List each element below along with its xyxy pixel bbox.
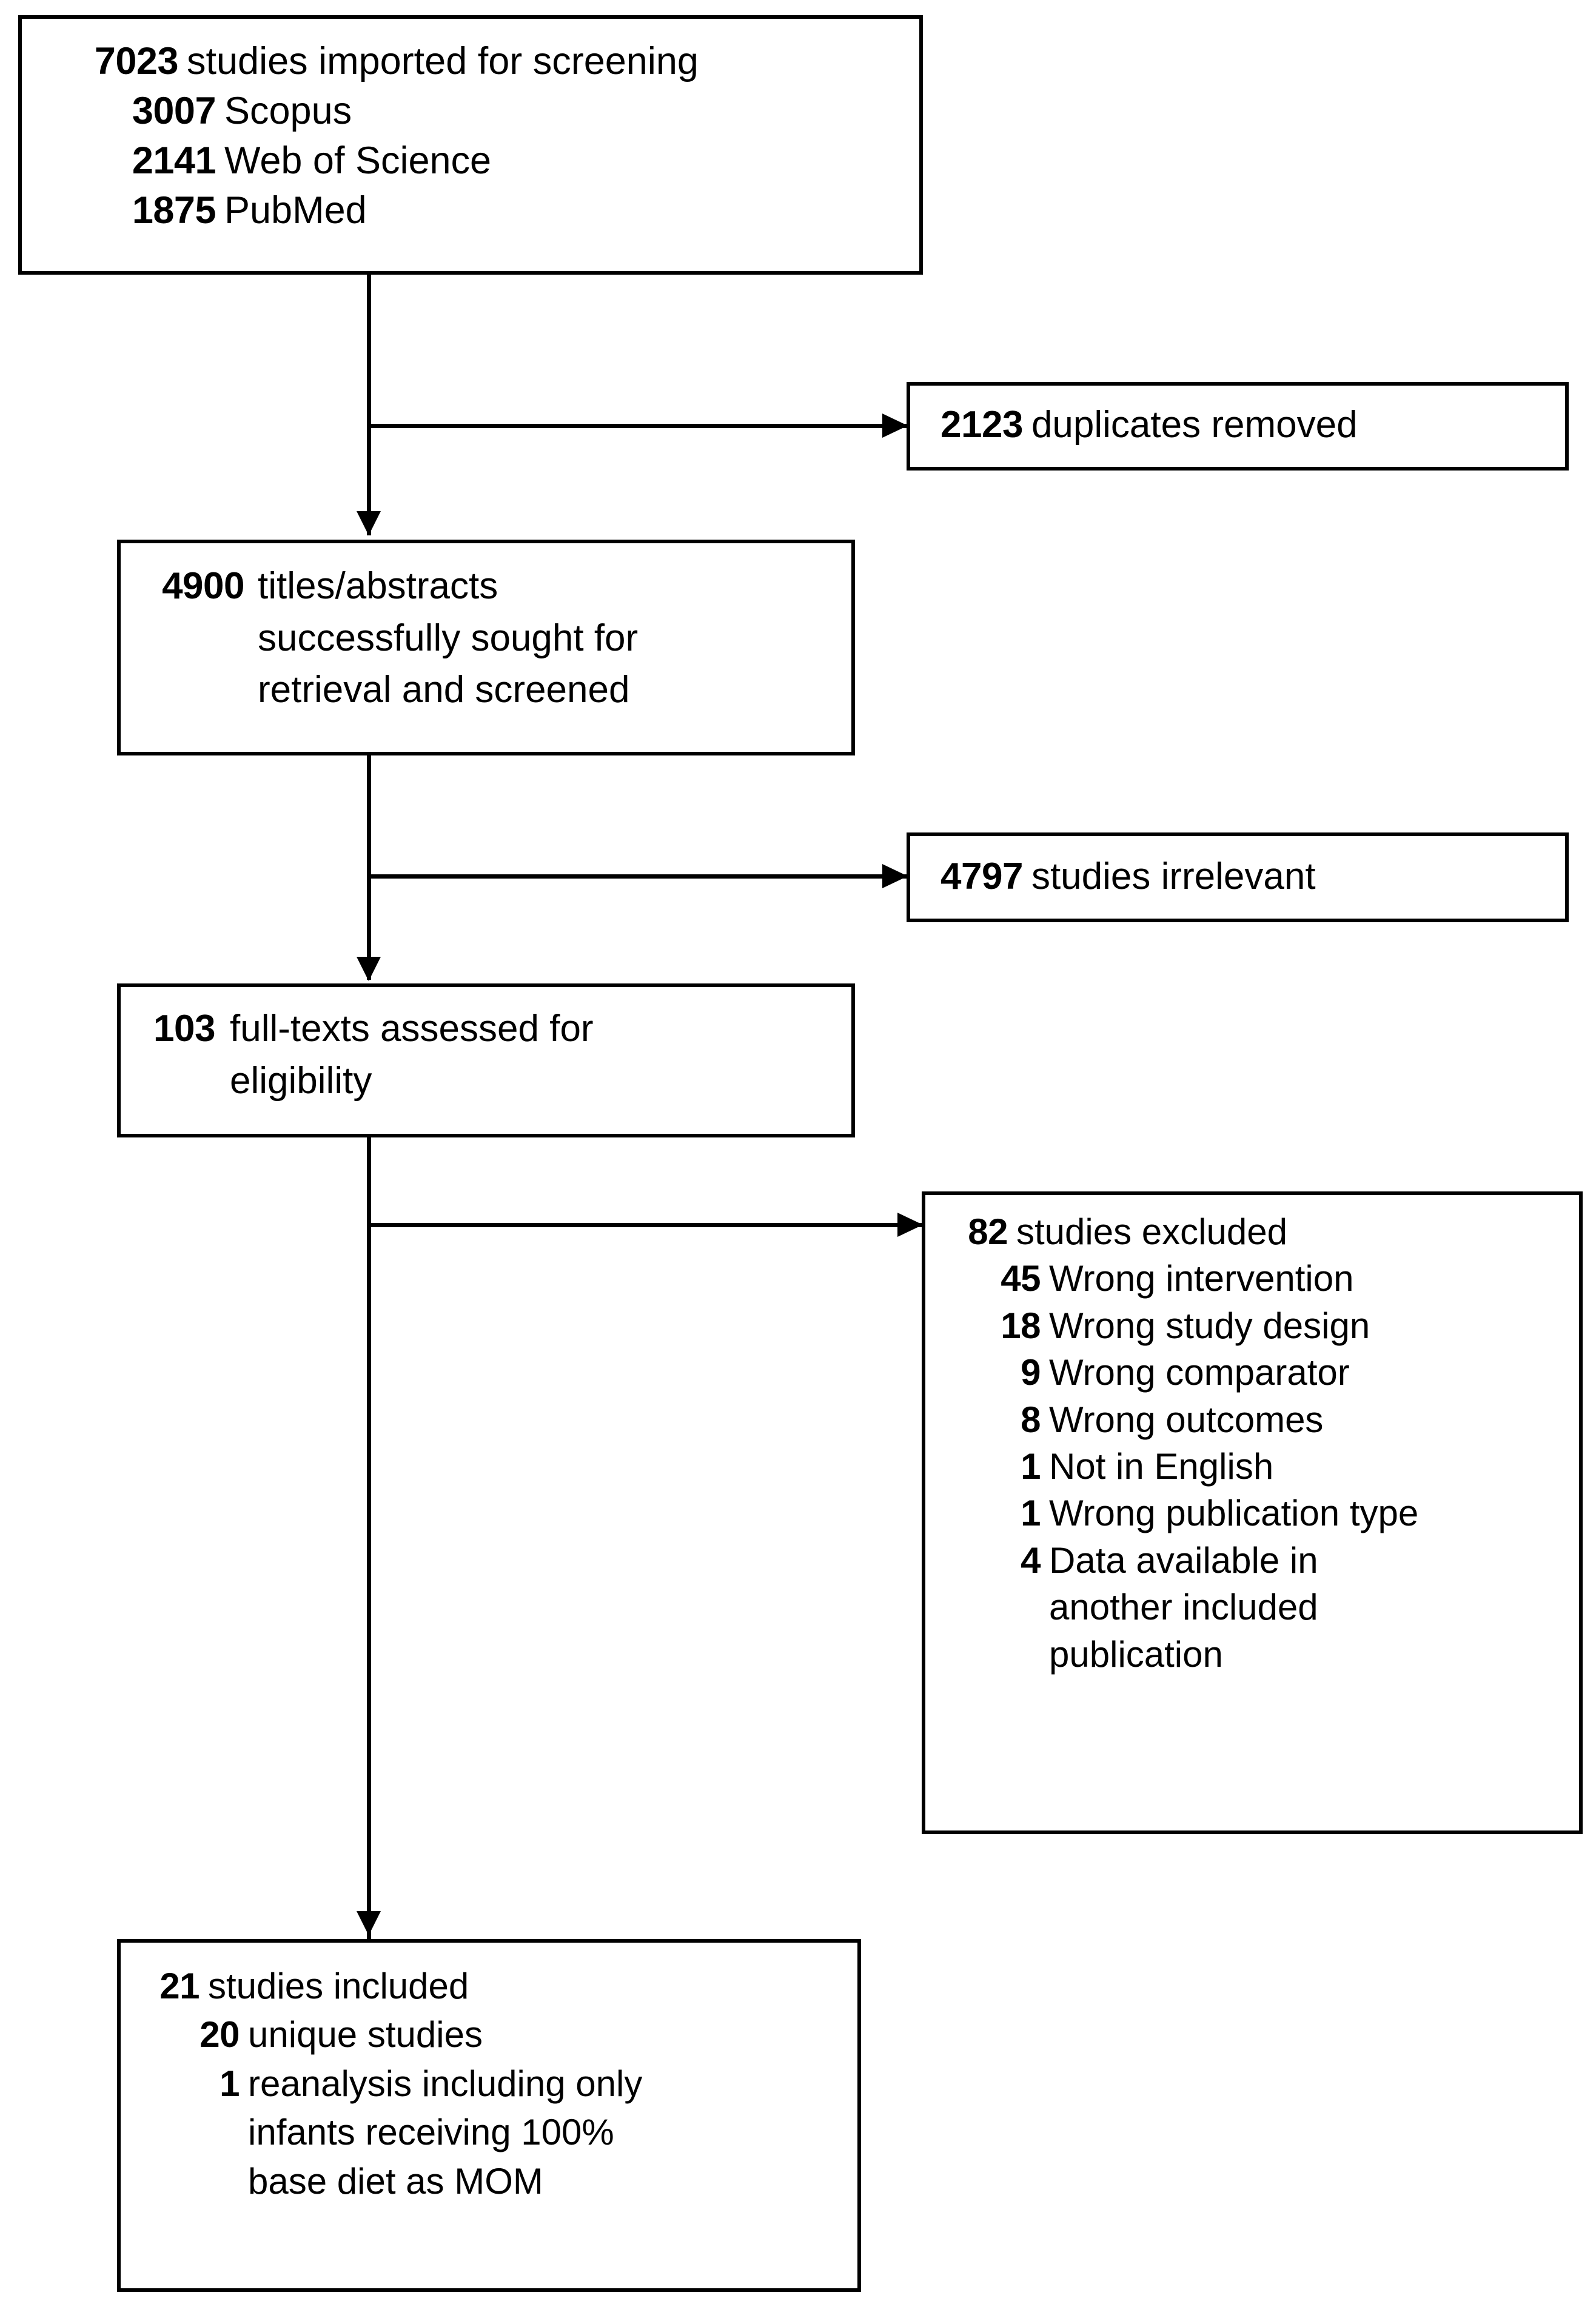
included-detail-label-cont2: base diet as MOM	[248, 2160, 543, 2202]
screened-label-line2: successfully sought for	[258, 617, 639, 659]
studies-irrelevant-box: 4797 studies irrelevant	[907, 832, 1569, 922]
excluded-reason-label-cont1: another included	[1049, 1587, 1318, 1628]
imported-source-count-pubmed: 1875	[132, 189, 216, 232]
excluded-reason-count-wrong-comparator: 9	[1021, 1352, 1041, 1393]
screened-label: titles/abstracts	[258, 565, 498, 607]
excluded-reason-row-wrong-publication-type: 1 Wrong publication type	[950, 1490, 1579, 1536]
fulltext-label: full-texts assessed for	[230, 1008, 594, 1050]
studies-included-text: 21 studies included 20 unique studies 1 …	[145, 1962, 857, 2206]
irrelevant-row: 4797 studies irrelevant	[941, 853, 1565, 900]
titles-abstracts-screened-text: 4900 titles/abstracts successfully sough…	[142, 560, 851, 716]
duplicates-removed-box: 2123 duplicates removed	[907, 382, 1569, 471]
excluded-reason-label-wrong-outcomes: Wrong outcomes	[1049, 1399, 1324, 1440]
duplicates-label: duplicates removed	[1031, 404, 1358, 446]
included-detail-count-unique-studies: 20	[200, 2014, 240, 2055]
excluded-reason-count-data-available-elsewhere: 4	[1021, 1539, 1041, 1581]
excluded-reason-label-wrong-study-design: Wrong study design	[1049, 1305, 1370, 1346]
imported-total-label: studies imported for screening	[187, 40, 699, 82]
titles-abstracts-screened-box: 4900 titles/abstracts successfully sough…	[117, 540, 855, 755]
excluded-reason-label-wrong-intervention: Wrong intervention	[1049, 1258, 1354, 1299]
imported-total-row: 7023 studies imported for screening	[57, 37, 919, 87]
studies-imported-box: 7023 studies imported for screening 3007…	[18, 15, 923, 275]
excluded-total-label: studies excluded	[1016, 1211, 1287, 1252]
irrelevant-count: 4797	[941, 856, 1023, 897]
included-total-count: 21	[159, 1966, 200, 2006]
fulltext-row: 103 full-texts assessed for	[142, 1003, 851, 1055]
excluded-total-row: 82 studies excluded	[950, 1208, 1579, 1255]
excluded-reason-count-wrong-publication-type: 1	[1021, 1493, 1041, 1534]
excluded-reason-row-wrong-comparator: 9 Wrong comparator	[950, 1349, 1579, 1396]
connector-to-excluded	[369, 1223, 924, 1227]
excluded-total-count: 82	[968, 1211, 1008, 1252]
included-total-label: studies included	[208, 1966, 469, 2006]
fulltext-count: 103	[153, 1008, 215, 1050]
included-total-row: 21 studies included	[145, 1962, 857, 2011]
included-detail-label-reanalysis: reanalysis including only	[248, 2063, 643, 2104]
full-texts-assessed-text: 103 full-texts assessed for eligibility	[142, 1003, 851, 1107]
full-texts-assessed-box: 103 full-texts assessed for eligibility	[117, 983, 855, 1137]
excluded-reason-count-wrong-outcomes: 8	[1021, 1399, 1041, 1440]
imported-source-label-wos: Web of Science	[224, 139, 492, 182]
included-detail-row-reanalysis: 1 reanalysis including only	[145, 2060, 857, 2108]
screened-label-line3: retrieval and screened	[258, 669, 630, 711]
imported-source-count-scopus: 3007	[132, 89, 216, 132]
connector-to-duplicates	[369, 424, 908, 428]
arrowhead-right-to-excluded	[897, 1213, 923, 1237]
included-detail-label-cont1: infants receiving 100%	[248, 2112, 614, 2153]
arrowhead-right-to-duplicates	[882, 414, 908, 438]
duplicates-removed-text: 2123 duplicates removed	[941, 401, 1565, 449]
duplicates-count: 2123	[941, 404, 1023, 446]
imported-source-row-scopus: 3007 Scopus	[57, 87, 919, 136]
excluded-reason-row-wrong-intervention: 45 Wrong intervention	[950, 1255, 1579, 1302]
studies-irrelevant-text: 4797 studies irrelevant	[941, 853, 1565, 900]
arrowhead-right-to-irrelevant	[882, 864, 908, 888]
connector-imported-to-screened	[367, 275, 371, 535]
imported-source-label-pubmed: PubMed	[224, 189, 367, 232]
included-detail-label-unique-studies: unique studies	[248, 2014, 483, 2055]
imported-source-row-pubmed: 1875 PubMed	[57, 186, 919, 236]
imported-source-label-scopus: Scopus	[224, 89, 352, 132]
included-detail-count-reanalysis: 1	[220, 2063, 240, 2104]
excluded-reason-count-wrong-study-design: 18	[1001, 1305, 1041, 1346]
excluded-reason-label-data-available-elsewhere: Data available in	[1049, 1539, 1318, 1581]
excluded-reason-label-wrong-comparator: Wrong comparator	[1049, 1352, 1350, 1393]
screened-row: 4900 titles/abstracts	[142, 560, 851, 612]
duplicates-row: 2123 duplicates removed	[941, 401, 1565, 449]
excluded-reason-row-data-available-elsewhere: 4 Data available in	[950, 1537, 1579, 1584]
excluded-reason-count-wrong-intervention: 45	[1001, 1258, 1041, 1299]
screened-count: 4900	[162, 565, 244, 607]
imported-source-row-wos: 2141 Web of Science	[57, 136, 919, 186]
fulltext-label-line2: eligibility	[230, 1059, 372, 1102]
excluded-reason-label-wrong-publication-type: Wrong publication type	[1049, 1493, 1419, 1534]
excluded-reason-label-not-in-english: Not in English	[1049, 1445, 1274, 1487]
included-detail-row-unique-studies: 20 unique studies	[145, 2011, 857, 2059]
connector-to-irrelevant	[369, 874, 908, 879]
studies-included-box: 21 studies included 20 unique studies 1 …	[117, 1939, 861, 2292]
excluded-reason-row-wrong-study-design: 18 Wrong study design	[950, 1302, 1579, 1349]
excluded-reason-label-cont2: publication	[1049, 1633, 1223, 1675]
arrowhead-down-to-fulltext	[357, 957, 381, 981]
excluded-reason-count-not-in-english: 1	[1021, 1445, 1041, 1487]
studies-excluded-text: 82 studies excluded 45 Wrong interventio…	[950, 1208, 1579, 1678]
imported-total-count: 7023	[94, 40, 179, 82]
irrelevant-label: studies irrelevant	[1031, 856, 1316, 897]
arrowhead-down-to-screened	[357, 511, 381, 535]
studies-imported-text: 7023 studies imported for screening 3007…	[57, 37, 919, 236]
excluded-reason-row-not-in-english: 1 Not in English	[950, 1443, 1579, 1490]
excluded-reason-row-wrong-outcomes: 8 Wrong outcomes	[950, 1396, 1579, 1443]
arrowhead-down-to-included	[357, 1911, 381, 1935]
studies-excluded-box: 82 studies excluded 45 Wrong interventio…	[922, 1191, 1583, 1834]
imported-source-count-wos: 2141	[132, 139, 216, 182]
connector-screened-to-fulltext	[367, 755, 371, 980]
connector-fulltext-to-included	[367, 1137, 371, 1939]
